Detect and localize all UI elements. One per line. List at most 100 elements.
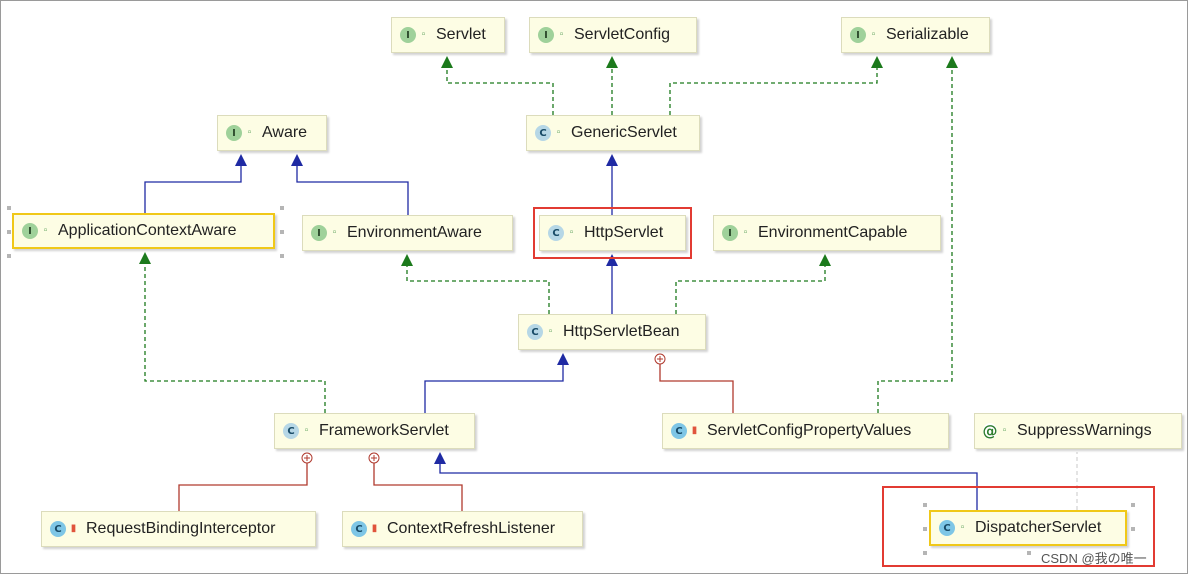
node-generic-servlet[interactable]: C ▫ GenericServlet (526, 115, 700, 151)
edge-generic-to-servlet-config-arrowhead (606, 56, 618, 68)
edge-env-aware-to-aware-arrowhead (291, 154, 303, 166)
public-open-lock-icon: ▫ (548, 326, 553, 337)
node-dispatcher-servlet[interactable]: C ▫ DispatcherServlet (929, 510, 1127, 546)
node-label: GenericServlet (571, 124, 677, 141)
selection-handle[interactable] (1027, 551, 1031, 555)
selection-handle[interactable] (1131, 503, 1135, 507)
selection-handle[interactable] (280, 254, 284, 258)
edge-bean-to-env-capable-arrowhead (819, 254, 831, 266)
node-http-servlet-bean[interactable]: C▫HttpServletBean (518, 314, 706, 350)
node-serializable[interactable]: I ▫ Serializable (841, 17, 990, 53)
node-request-binding-interceptor[interactable]: C▮RequestBindingInterceptor (41, 511, 316, 547)
private-lock-icon: ▮ (691, 425, 698, 436)
selection-handle[interactable] (923, 551, 927, 555)
edge-bean-to-http-servlet-arrowhead (606, 254, 618, 266)
edge-crl-to-framework (373, 463, 463, 511)
node-label: DispatcherServlet (975, 519, 1102, 536)
edge-scpv-to-bean (659, 364, 734, 413)
selection-handle[interactable] (7, 254, 11, 258)
edge-framework-to-app-ctx-aware-arrowhead (139, 252, 151, 264)
node-label: SuppressWarnings (1017, 422, 1152, 439)
edge-generic-to-servlet (446, 66, 554, 115)
selection-handle[interactable] (7, 206, 11, 210)
edge-scpv-to-serializable-arrowhead (946, 56, 958, 68)
node-environment-aware[interactable]: I▫EnvironmentAware (302, 215, 513, 251)
edge-bean-to-env-aware (406, 264, 550, 314)
node-label: ApplicationContextAware (58, 222, 237, 239)
annotation-icon: @ (982, 422, 998, 440)
node-environment-capable[interactable]: I▫EnvironmentCapable (713, 215, 941, 251)
edge-env-aware-to-aware (296, 164, 409, 215)
edge-app-ctx-aware-to-aware-arrowhead (235, 154, 247, 166)
public-open-lock-icon: ▫ (43, 225, 48, 236)
node-label: Serializable (886, 26, 969, 43)
edge-framework-to-app-ctx-aware (144, 262, 326, 413)
class-icon: C (351, 521, 367, 537)
class-icon: C (939, 520, 955, 536)
edge-dispatcher-to-framework (439, 462, 978, 510)
public-open-lock-icon: ▫ (304, 425, 309, 436)
node-application-context-aware[interactable]: I▫ApplicationContextAware (12, 213, 275, 249)
highlight-box-dispatcher-servlet (882, 486, 1155, 567)
abstract-class-icon: C (535, 125, 551, 141)
node-label: FrameworkServlet (319, 422, 449, 439)
interface-icon: I (722, 225, 738, 241)
node-label: EnvironmentAware (347, 224, 482, 241)
public-open-lock-icon: ▫ (743, 227, 748, 238)
interface-icon: I (311, 225, 327, 241)
node-servlet[interactable]: I ▫ Servlet (391, 17, 505, 53)
interface-icon: I (850, 27, 866, 43)
edge-bean-to-env-aware-arrowhead (401, 254, 413, 266)
node-label: ServletConfigPropertyValues (707, 422, 912, 439)
watermark: CSDN @我の唯一 (1041, 551, 1147, 566)
selection-handle[interactable] (7, 230, 11, 234)
node-suppress-warnings[interactable]: @ ▫ SuppressWarnings (974, 413, 1182, 449)
interface-icon: I (226, 125, 242, 141)
node-label: ContextRefreshListener (387, 520, 556, 537)
edge-scpv-to-bean-inner-class-marker (654, 353, 666, 365)
selection-handle[interactable] (1131, 527, 1135, 531)
edge-framework-to-bean (424, 363, 564, 413)
highlight-box-http-servlet (533, 207, 692, 259)
node-label: HttpServlet (584, 224, 664, 241)
node-aware[interactable]: I▫Aware (217, 115, 327, 151)
node-http-servlet[interactable]: C▫HttpServlet (539, 215, 686, 251)
selection-handle[interactable] (280, 230, 284, 234)
node-servlet-config-property-values[interactable]: C ▮ ServletConfigPropertyValues (662, 413, 949, 449)
edge-rbi-to-framework (178, 463, 308, 511)
edge-http-servlet-to-generic-arrowhead (606, 154, 618, 166)
interface-icon: I (400, 27, 416, 43)
node-servlet-config[interactable]: I ▫ ServletConfig (529, 17, 697, 53)
edge-framework-to-bean-arrowhead (557, 353, 569, 365)
edge-generic-to-serializable-arrowhead (871, 56, 883, 68)
edge-app-ctx-aware-to-aware (144, 164, 242, 213)
interface-icon: I (538, 27, 554, 43)
node-framework-servlet[interactable]: C▫FrameworkServlet (274, 413, 475, 449)
class-icon: C (671, 423, 687, 439)
public-open-lock-icon: ▫ (421, 29, 426, 40)
public-open-lock-icon: ▫ (556, 127, 561, 138)
edge-generic-to-serializable (669, 66, 878, 115)
public-open-lock-icon: ▫ (559, 29, 564, 40)
edge-bean-to-env-capable (675, 264, 826, 314)
node-label: RequestBindingInterceptor (86, 520, 276, 537)
selection-handle[interactable] (923, 527, 927, 531)
class-icon: C (50, 521, 66, 537)
public-open-lock-icon: ▫ (871, 29, 876, 40)
public-open-lock-icon: ▫ (960, 522, 965, 533)
node-label: ServletConfig (574, 26, 671, 43)
node-label: Aware (262, 124, 308, 141)
edge-crl-to-framework-inner-class-marker (368, 452, 380, 464)
node-label: Servlet (436, 26, 486, 43)
private-lock-icon: ▮ (371, 523, 378, 534)
public-open-lock-icon: ▫ (1002, 425, 1007, 436)
edge-scpv-to-serializable (877, 66, 953, 413)
selection-handle[interactable] (923, 503, 927, 507)
edge-generic-to-servlet-arrowhead (441, 56, 453, 68)
node-context-refresh-listener[interactable]: C ▮ ContextRefreshListener (342, 511, 583, 547)
selection-handle[interactable] (280, 206, 284, 210)
node-label: HttpServletBean (563, 323, 680, 340)
public-open-lock-icon: ▫ (569, 227, 574, 238)
